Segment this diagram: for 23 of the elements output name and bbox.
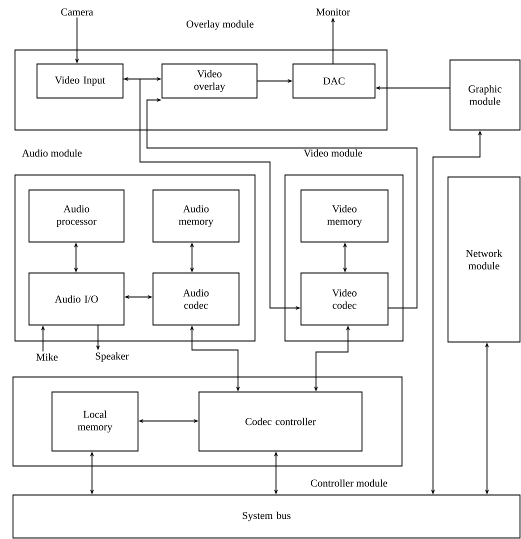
block-box: DAC bbox=[292, 64, 376, 98]
block-box: Audio memory bbox=[152, 190, 240, 242]
block-box: Local memory bbox=[52, 392, 138, 452]
block-box: Audio processor bbox=[28, 190, 124, 242]
bus-bar: System bus bbox=[12, 494, 520, 538]
block-box: Audio I/O bbox=[28, 272, 124, 326]
arrow bbox=[146, 98, 418, 308]
block-box: Network module bbox=[448, 176, 520, 342]
io-label: Speaker bbox=[96, 352, 129, 362]
node-label: Controller module bbox=[310, 479, 388, 487]
io-label: Camera bbox=[61, 8, 94, 16]
io-label: Monitor bbox=[316, 8, 350, 16]
block-box: Video Input bbox=[36, 64, 124, 98]
node-label: Audio module bbox=[22, 149, 82, 157]
block-box: Video memory bbox=[300, 190, 388, 242]
block-box: Video overlay bbox=[162, 64, 258, 98]
block-box: Video codec bbox=[300, 272, 388, 326]
block-box: Codec controller bbox=[198, 392, 362, 452]
node-label: Video module bbox=[304, 149, 362, 157]
block-box: Audio codec bbox=[152, 272, 240, 326]
block-box: Graphic module bbox=[450, 60, 520, 130]
node-label: Overlay module bbox=[186, 20, 254, 30]
io-label: Mike bbox=[36, 353, 58, 361]
